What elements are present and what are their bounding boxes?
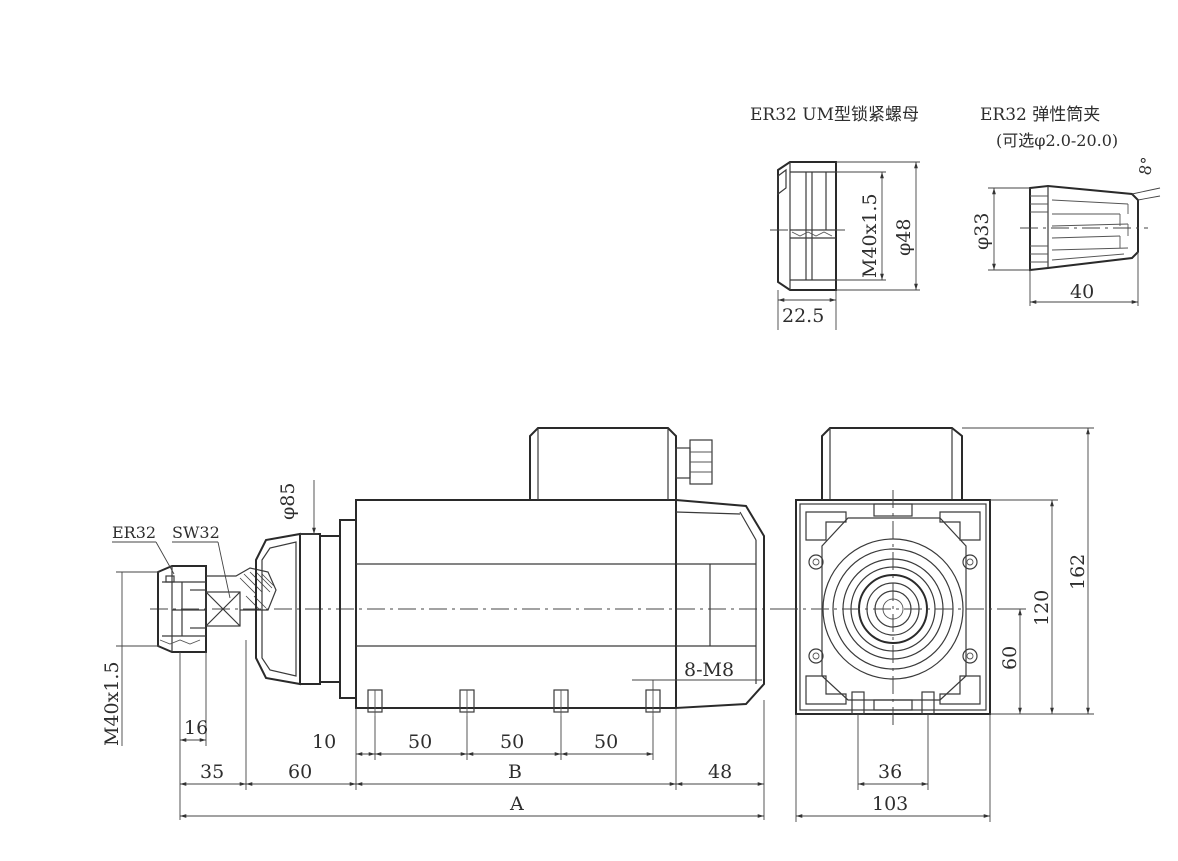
flange-diameter-label: φ85 bbox=[277, 483, 299, 520]
motor-body bbox=[355, 427, 765, 716]
lock-nut-detail: ER32 UM型锁紧螺母 M40x1.5 φ48 22.5 bbox=[750, 105, 920, 330]
collet-angle-label: 8° bbox=[1135, 155, 1157, 176]
collet-detail: ER32 弹性筒夹 (可选φ2.0-20.0) 8° φ33 40 bbox=[971, 105, 1161, 306]
side-wrench-label: SW32 bbox=[172, 523, 220, 542]
dim-b-label: B bbox=[508, 761, 522, 783]
dim-16-label: 16 bbox=[184, 717, 208, 739]
spindle-front-view: 162 120 60 36 103 bbox=[780, 427, 1094, 822]
front-dim-36-label: 36 bbox=[878, 761, 902, 783]
dim-50a-label: 50 bbox=[408, 731, 432, 753]
front-dim-120-label: 120 bbox=[1031, 590, 1053, 626]
collet-length-label: 40 bbox=[1070, 281, 1094, 303]
side-thread-label: M40x1.5 bbox=[101, 661, 123, 746]
dim-35-label: 35 bbox=[200, 761, 224, 783]
dim-60-label: 60 bbox=[288, 761, 312, 783]
dim-50c-label: 50 bbox=[594, 731, 618, 753]
mount-holes-label: 8-M8 bbox=[684, 659, 734, 681]
nut-diameter-label: φ48 bbox=[893, 219, 915, 256]
dim-10-label: 10 bbox=[312, 731, 336, 753]
nut-thread-label: M40x1.5 bbox=[859, 193, 881, 278]
collet-title: ER32 弹性筒夹 bbox=[980, 105, 1100, 125]
front-height-label: 162 bbox=[1067, 554, 1089, 590]
nut-width-label: 22.5 bbox=[782, 305, 824, 327]
front-dim-60-label: 60 bbox=[999, 646, 1021, 670]
collet-subtitle: (可选φ2.0-20.0) bbox=[996, 131, 1118, 150]
side-collet-label: ER32 bbox=[112, 523, 156, 542]
dim-48-label: 48 bbox=[708, 761, 732, 783]
dim-50b-label: 50 bbox=[500, 731, 524, 753]
nut-outline bbox=[777, 161, 837, 291]
collet-diameter-label: φ33 bbox=[971, 213, 993, 250]
nut-title: ER32 UM型锁紧螺母 bbox=[750, 105, 919, 125]
dim-a-label: A bbox=[509, 793, 524, 815]
front-width-label: 103 bbox=[872, 793, 908, 815]
spindle-nose bbox=[205, 567, 277, 627]
spindle-side-view: ER32 SW32 φ85 M40x1.5 16 10 50 50 50 bbox=[101, 427, 790, 820]
